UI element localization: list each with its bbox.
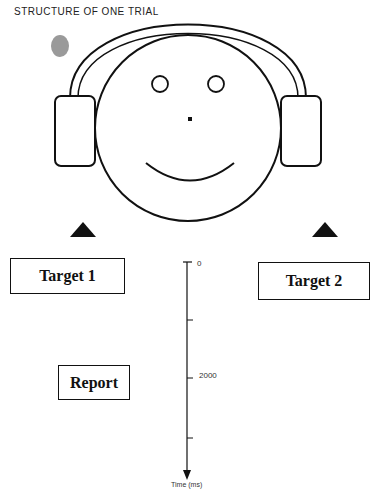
right-triangle: [312, 222, 338, 237]
axis-tick-label: 0: [196, 259, 202, 268]
left-triangle: [70, 222, 96, 237]
axis-tick: [187, 378, 193, 379]
box-label: Target 2: [286, 272, 343, 290]
smile: [146, 163, 234, 181]
axis-tick-label: 2000: [198, 371, 218, 380]
box-label: Report: [70, 374, 118, 392]
right-eye: [208, 76, 224, 92]
axis-tick: [187, 438, 193, 439]
axis-tick: [187, 320, 193, 321]
axis-tick: [183, 261, 192, 262]
time-arrowhead: [183, 470, 191, 480]
face-outline: [95, 35, 281, 221]
left-eye: [152, 76, 168, 92]
fixation-dot: [188, 117, 192, 121]
box-label: Target 1: [39, 267, 96, 285]
stimulus-box: Target 1: [10, 258, 125, 294]
grey-smudge: [51, 35, 69, 57]
stimulus-box: Target 2: [258, 262, 370, 300]
axis-title: Time (ms): [170, 481, 203, 488]
stimulus-box: Report: [58, 365, 130, 400]
figure-title: STRUCTURE OF ONE TRIAL: [14, 6, 159, 17]
time-axis: [186, 262, 187, 472]
right-earphone: [281, 96, 321, 166]
left-earphone: [55, 96, 95, 166]
